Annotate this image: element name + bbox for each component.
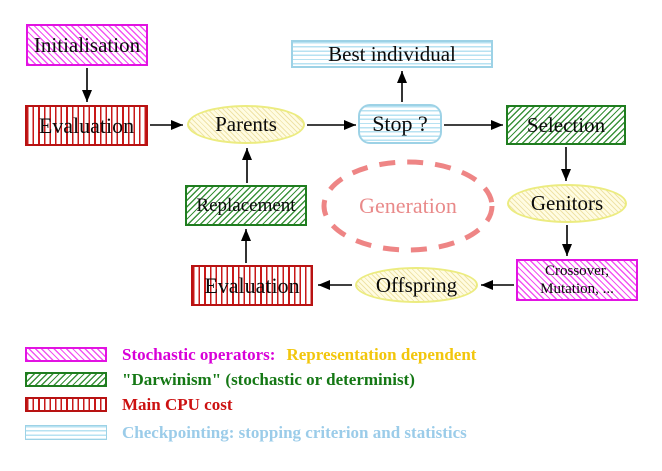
legend-label-cpu: Main CPU cost (122, 395, 233, 414)
node-replacement: Replacement (185, 185, 307, 226)
legend-swatch-magenta-hatch-icon (25, 347, 107, 362)
node-evaluation-bottom: Evaluation (191, 265, 313, 306)
node-offspring: Offspring (355, 267, 478, 303)
legend-swatch-green-hatch-icon (25, 372, 107, 387)
node-stop: Stop ? (358, 104, 442, 144)
node-evaluation-top: Evaluation (25, 105, 148, 146)
generation-label: Generation (359, 193, 457, 218)
node-selection: Selection (506, 105, 626, 145)
legend-label-representation: Representation dependent (286, 345, 477, 364)
crossover-line1: Crossover, (545, 263, 609, 279)
legend-row-stochastic: Stochastic operators: Representation depe… (25, 346, 476, 363)
generation-dashed-ellipse (321, 159, 495, 253)
node-parents: Parents (187, 105, 305, 144)
legend-label-darwinism: "Darwinism" (stochastic or determinist) (122, 370, 415, 389)
node-initialisation: Initialisation (26, 24, 148, 66)
node-crossover-mutation: Crossover, Mutation, ... (516, 259, 638, 301)
legend-row-checkpointing: Checkpointing: stopping criterion and st… (25, 424, 467, 441)
node-genitors: Genitors (507, 184, 627, 223)
legend-row-cpu: Main CPU cost (25, 396, 232, 413)
legend-label-stochastic: Stochastic operators: (122, 345, 276, 364)
legend-swatch-cyan-stripes-icon (25, 425, 107, 440)
node-best-individual: Best individual (291, 40, 493, 68)
legend-swatch-red-stripes-icon (25, 397, 107, 412)
legend-label-checkpointing: Checkpointing: stopping criterion and st… (122, 423, 467, 442)
crossover-line2: Mutation, ... (540, 281, 614, 297)
legend-row-darwinism: "Darwinism" (stochastic or determinist) (25, 371, 415, 388)
